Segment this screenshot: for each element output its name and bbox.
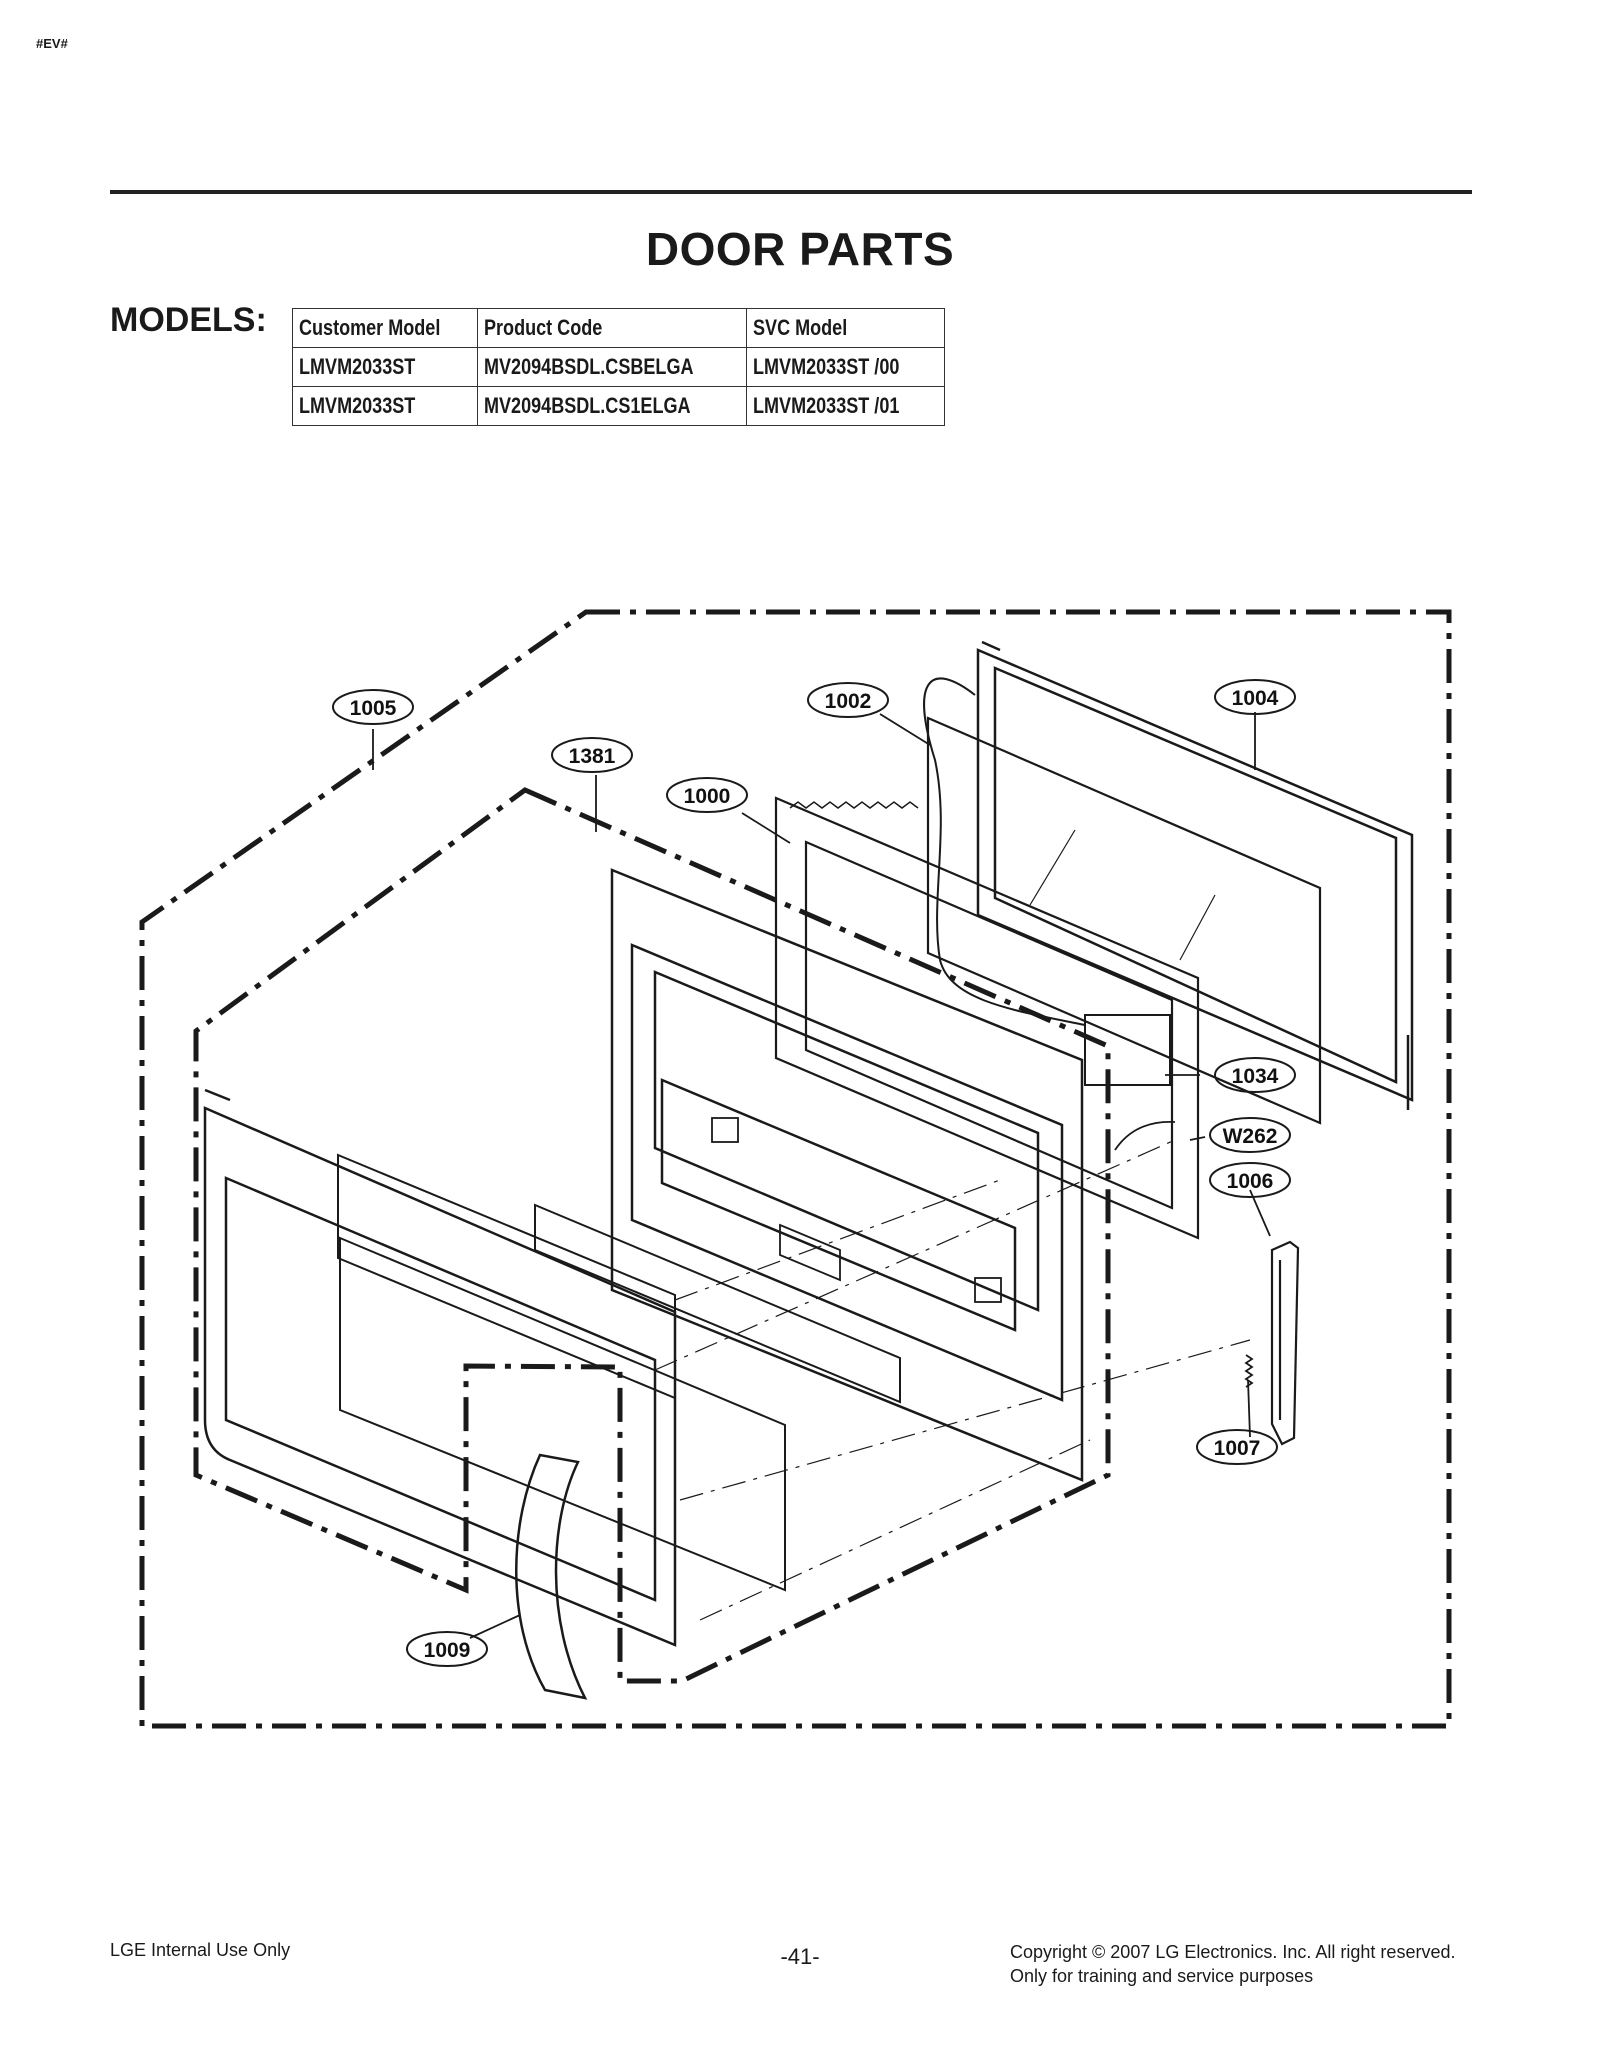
table-row: LMVM2033ST MV2094BSDL.CS1ELGA LMVM2033ST… — [291, 386, 945, 426]
cell-text: MV2094BSDL.CS1ELGA — [484, 393, 691, 418]
callout-1005: 1005 — [350, 697, 397, 720]
callout-1002: 1002 — [825, 690, 872, 713]
svc-model-cell: LMVM2033ST /01 — [745, 386, 945, 426]
header-customer-model: Customer Model — [291, 308, 479, 348]
header-product-code: Product Code — [477, 308, 747, 348]
callout-1009: 1009 — [424, 1639, 471, 1662]
table-row: LMVM2033ST MV2094BSDL.CSBELGA LMVM2033ST… — [291, 347, 945, 387]
customer-model-cell: LMVM2033ST — [291, 347, 479, 387]
callout-1004: 1004 — [1232, 687, 1279, 710]
cell-text: LMVM2033ST /00 — [752, 354, 900, 379]
callout-ovals — [332, 679, 1296, 1667]
product-code-cell: MV2094BSDL.CS1ELGA — [477, 386, 747, 426]
cell-text: MV2094BSDL.CSBELGA — [484, 354, 694, 379]
cell-text: Customer Model — [299, 315, 441, 340]
page-number: -41- — [780, 1944, 820, 1969]
inner-boundary-1381 — [193, 787, 1111, 1684]
cell-text: Product Code — [484, 315, 603, 340]
callout-W262: W262 — [1223, 1125, 1278, 1148]
customer-model-cell: LMVM2033ST — [291, 386, 479, 426]
models-label: MODELS: — [110, 301, 267, 339]
page-title: DOOR PARTS — [645, 223, 955, 275]
cell-text: LMVM2033ST — [299, 354, 416, 379]
assembly-centerlines — [654, 1139, 1251, 1621]
cell-text: SVC Model — [752, 315, 848, 340]
svc-model-cell: LMVM2033ST /00 — [745, 347, 945, 387]
latch-spring-1007 — [1244, 1354, 1254, 1388]
callout-1381: 1381 — [569, 745, 616, 768]
footer-internal-use: LGE Internal Use Only — [110, 1940, 291, 1960]
callout-1034: 1034 — [1232, 1065, 1279, 1088]
models-header-row: Customer Model Product Code SVC Model — [291, 308, 945, 348]
callout-1000: 1000 — [684, 785, 731, 808]
top-rule — [110, 190, 1472, 194]
door-inner-panel — [610, 868, 1084, 1482]
footer-copyright: Copyright © 2007 LG Electronics. Inc. Al… — [1010, 1940, 1490, 1988]
cell-text: LMVM2033ST — [299, 393, 416, 418]
door-glass-sheets — [337, 1153, 901, 1592]
callout-1006: 1006 — [1227, 1170, 1274, 1193]
door-outer-panel — [203, 1088, 677, 1647]
callout-1007: 1007 — [1214, 1437, 1261, 1460]
door-handle-1009 — [515, 1453, 588, 1700]
corner-tag: #EV# — [36, 36, 68, 51]
glass-panel-1002 — [926, 716, 1322, 1125]
rear-frame-1004 — [976, 640, 1414, 1110]
models-table: Customer Model Product Code SVC Model LM… — [291, 308, 945, 426]
copyright-line-1: Copyright © 2007 LG Electronics. Inc. Al… — [1010, 1942, 1456, 1962]
cell-text: LMVM2033ST /01 — [752, 393, 900, 418]
copyright-line-2: Only for training and service purposes — [1010, 1966, 1314, 1986]
wire-harness — [923, 677, 1086, 1026]
latch-lever-1006 — [1270, 1240, 1300, 1446]
choke-frame-1000 — [774, 796, 1200, 1240]
leader-lines — [372, 712, 1271, 1639]
header-svc-model: SVC Model — [745, 308, 945, 348]
